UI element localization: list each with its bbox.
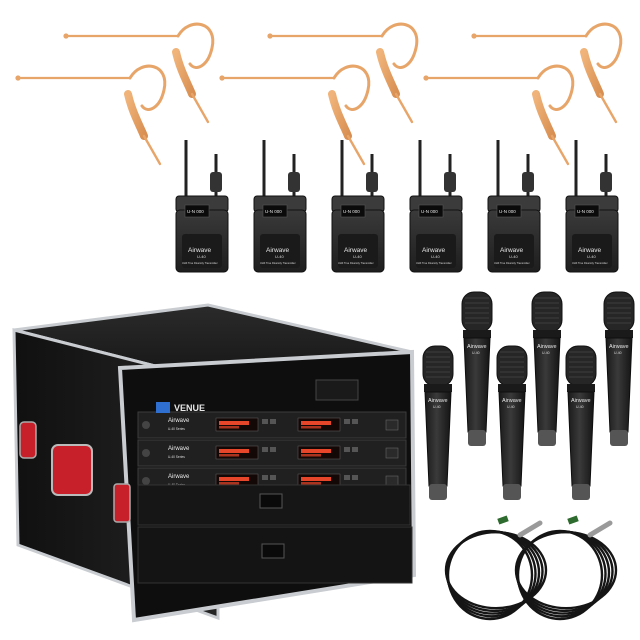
bodypack-brand-label: Airwave xyxy=(266,247,290,254)
headset-microphone-icon xyxy=(219,64,371,166)
headset-microphone-icon xyxy=(423,64,575,166)
blank-panel-handle-1 xyxy=(259,493,283,509)
mic-model-label: U-40 xyxy=(507,405,515,409)
bodypack-model-label: U-40 xyxy=(353,254,362,259)
xlr-cable-icon xyxy=(444,515,548,621)
receiver-brand-label: Airwave xyxy=(168,418,190,424)
bodypack-screen-text: U-N 000 xyxy=(187,209,204,214)
receiver-brand-label: Airwave xyxy=(168,474,190,480)
headset-microphone-icon xyxy=(63,22,215,124)
mic-brand-label: Airwave xyxy=(467,344,487,350)
receiver-series-label: U-40 Series xyxy=(168,427,185,431)
rack-logo: VENUE xyxy=(156,402,205,413)
blank-panel-handle-2 xyxy=(261,543,285,559)
bodypack-model-label: U-40 xyxy=(431,254,440,259)
mic-model-label: U-40 xyxy=(472,351,480,355)
rack-logo-icon xyxy=(156,402,170,413)
mic-brand-label: Airwave xyxy=(609,344,629,350)
bodypack-brand-label: Airwave xyxy=(500,247,524,254)
mic-model-label: U-40 xyxy=(542,351,550,355)
bodypack-subline: UHF True Diversity Transmitter xyxy=(338,261,374,265)
mic-brand-label: Airwave xyxy=(571,398,591,404)
bodypack-model-label: U-40 xyxy=(587,254,596,259)
bodypack-subline: UHF True Diversity Transmitter xyxy=(572,261,608,265)
bodypack-brand-label: Airwave xyxy=(422,247,446,254)
xlr-cables xyxy=(444,515,618,621)
rack-logo-text: VENUE xyxy=(174,403,205,413)
bodypack-brand-label: Airwave xyxy=(578,247,602,254)
bodypack-subline: UHF True Diversity Transmitter xyxy=(182,261,218,265)
red-handle-left xyxy=(19,421,37,459)
bodypack-model-label: U-40 xyxy=(197,254,206,259)
blank-panel-2 xyxy=(137,526,413,584)
mic-brand-label: Airwave xyxy=(502,398,522,404)
headset-microphone-icon xyxy=(15,64,167,166)
bodypack-model-label: U-40 xyxy=(509,254,518,259)
xlr-cable-icon xyxy=(514,515,618,621)
red-handle-front xyxy=(51,444,93,496)
bodypack-screen-text: U-N 000 xyxy=(421,209,438,214)
mic-brand-label: Airwave xyxy=(428,398,448,404)
rack-blank-panels xyxy=(137,484,413,584)
bodypack-screen-text: U-N 000 xyxy=(343,209,360,214)
latch-bottom xyxy=(113,483,131,523)
bodypack-screen-text: U-N 000 xyxy=(577,209,594,214)
mic-model-label: U-40 xyxy=(433,405,441,409)
mic-model-label: U-40 xyxy=(614,351,622,355)
bodypack-subline: UHF True Diversity Transmitter xyxy=(416,261,452,265)
bodypack-brand-label: Airwave xyxy=(188,247,212,254)
bodypack-model-label: U-40 xyxy=(275,254,284,259)
receiver-brand-label: Airwave xyxy=(168,446,190,452)
bodypack-brand-label: Airwave xyxy=(344,247,368,254)
headset-microphones xyxy=(15,22,623,166)
receiver-series-label: U-40 Series xyxy=(168,455,185,459)
headset-microphone-icon xyxy=(471,22,623,124)
mic-model-label: U-40 xyxy=(576,405,584,409)
bodypack-subline: UHF True Diversity Transmitter xyxy=(260,261,296,265)
bodypack-screen-text: U-N 000 xyxy=(265,209,282,214)
headset-microphone-icon xyxy=(267,22,419,124)
handheld-microphones: AirwaveU-40AirwaveU-40AirwaveU-40Airwave… xyxy=(422,291,635,500)
bodypack-screen-text: U-N 000 xyxy=(499,209,516,214)
power-panel xyxy=(315,379,359,401)
mic-brand-label: Airwave xyxy=(537,344,557,350)
bodypack-subline: UHF True Diversity Transmitter xyxy=(494,261,530,265)
